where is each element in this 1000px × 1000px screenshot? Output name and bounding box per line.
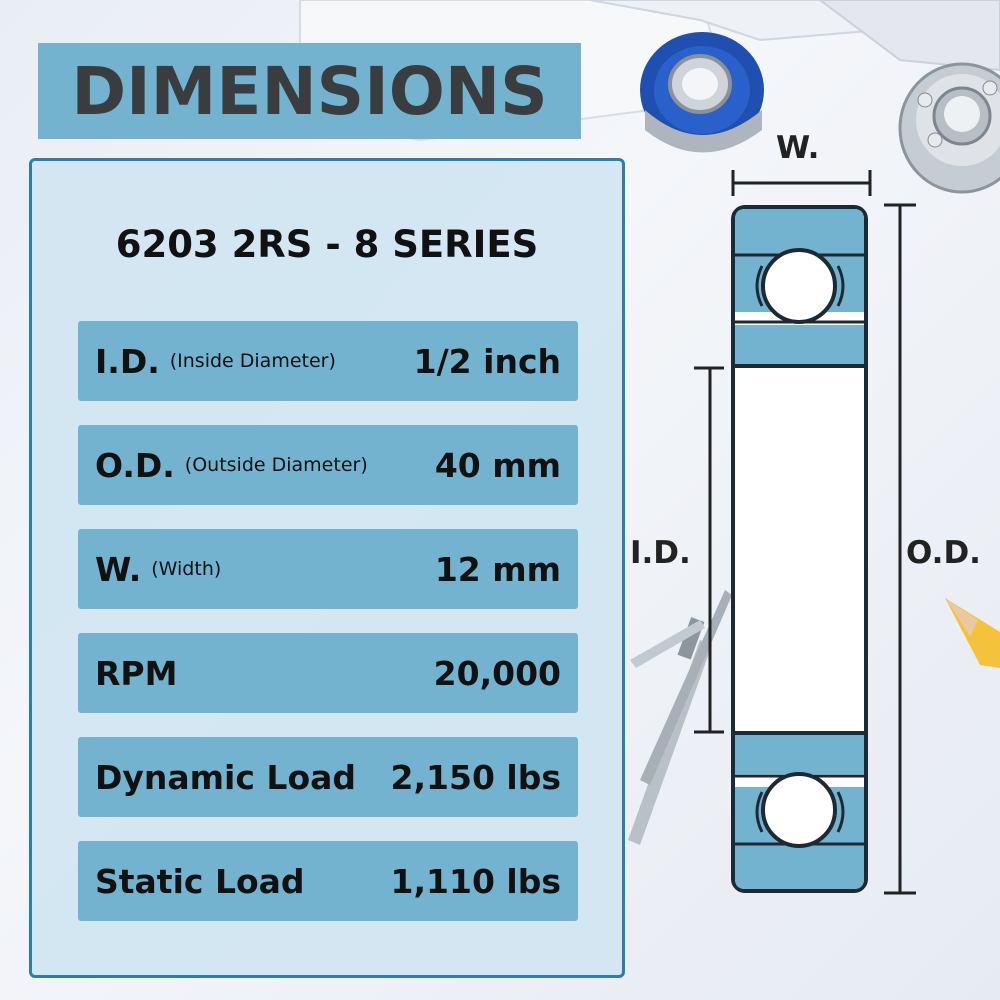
top-race-section <box>733 209 866 368</box>
spec-label: O.D. <box>95 445 175 485</box>
spec-label: Static Load <box>95 861 305 901</box>
ball-bearing-photo <box>898 62 1000 194</box>
spec-label: Dynamic Load <box>95 757 357 797</box>
bearing-outline <box>731 205 868 893</box>
series-heading: 6203 2RS - 8 SERIES <box>115 223 539 266</box>
width-label: W. <box>776 130 820 166</box>
outer-diameter-dimension-line <box>884 203 916 895</box>
spec-value: 12 mm <box>434 549 561 589</box>
spec-label: I.D. <box>95 341 160 381</box>
outer-diameter-label: O.D. <box>906 535 981 571</box>
spec-value: 40 mm <box>434 445 561 485</box>
ball-bottom <box>761 772 837 848</box>
inner-diameter-dimension-line <box>694 366 724 734</box>
spec-row-id: I.D. (Inside Diameter) 1/2 inch <box>78 321 578 401</box>
spec-value: 2,150 lbs <box>390 757 561 797</box>
spec-row-static-load: Static Load 1,110 lbs <box>78 841 578 921</box>
spec-label: RPM <box>95 653 178 693</box>
title-banner: DIMENSIONS <box>38 43 581 139</box>
spec-row-od: O.D. (Outside Diameter) 40 mm <box>78 425 578 505</box>
pencil-photo <box>945 598 1000 668</box>
spec-value: 1/2 inch <box>413 341 561 381</box>
spec-panel: 6203 2RS - 8 SERIES I.D. (Inside Diamete… <box>29 158 625 978</box>
spec-row-width: W. (Width) 12 mm <box>78 529 578 609</box>
bottom-race-section <box>733 731 866 889</box>
page-title: DIMENSIONS <box>71 52 548 130</box>
blue-bearing-photo <box>640 32 764 153</box>
spec-sublabel: (Inside Diameter) <box>169 349 336 372</box>
spec-sublabel: (Outside Diameter) <box>184 453 368 476</box>
bearing-cross-section-diagram <box>694 170 916 895</box>
spec-row-dynamic-load: Dynamic Load 2,150 lbs <box>78 737 578 817</box>
spec-label: W. <box>95 549 142 589</box>
spec-value: 1,110 lbs <box>390 861 561 901</box>
spec-row-rpm: RPM 20,000 <box>78 633 578 713</box>
width-dimension-line <box>731 170 872 196</box>
inner-diameter-label: I.D. <box>630 535 691 571</box>
spec-value: 20,000 <box>433 653 561 693</box>
spec-sublabel: (Width) <box>151 557 222 580</box>
ball-top <box>761 248 837 324</box>
